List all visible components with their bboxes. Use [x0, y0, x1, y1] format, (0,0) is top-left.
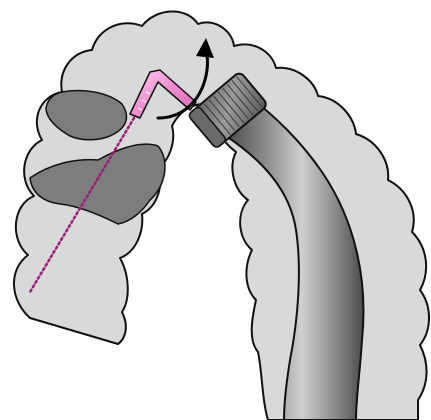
colon-wall	[14, 11, 429, 420]
